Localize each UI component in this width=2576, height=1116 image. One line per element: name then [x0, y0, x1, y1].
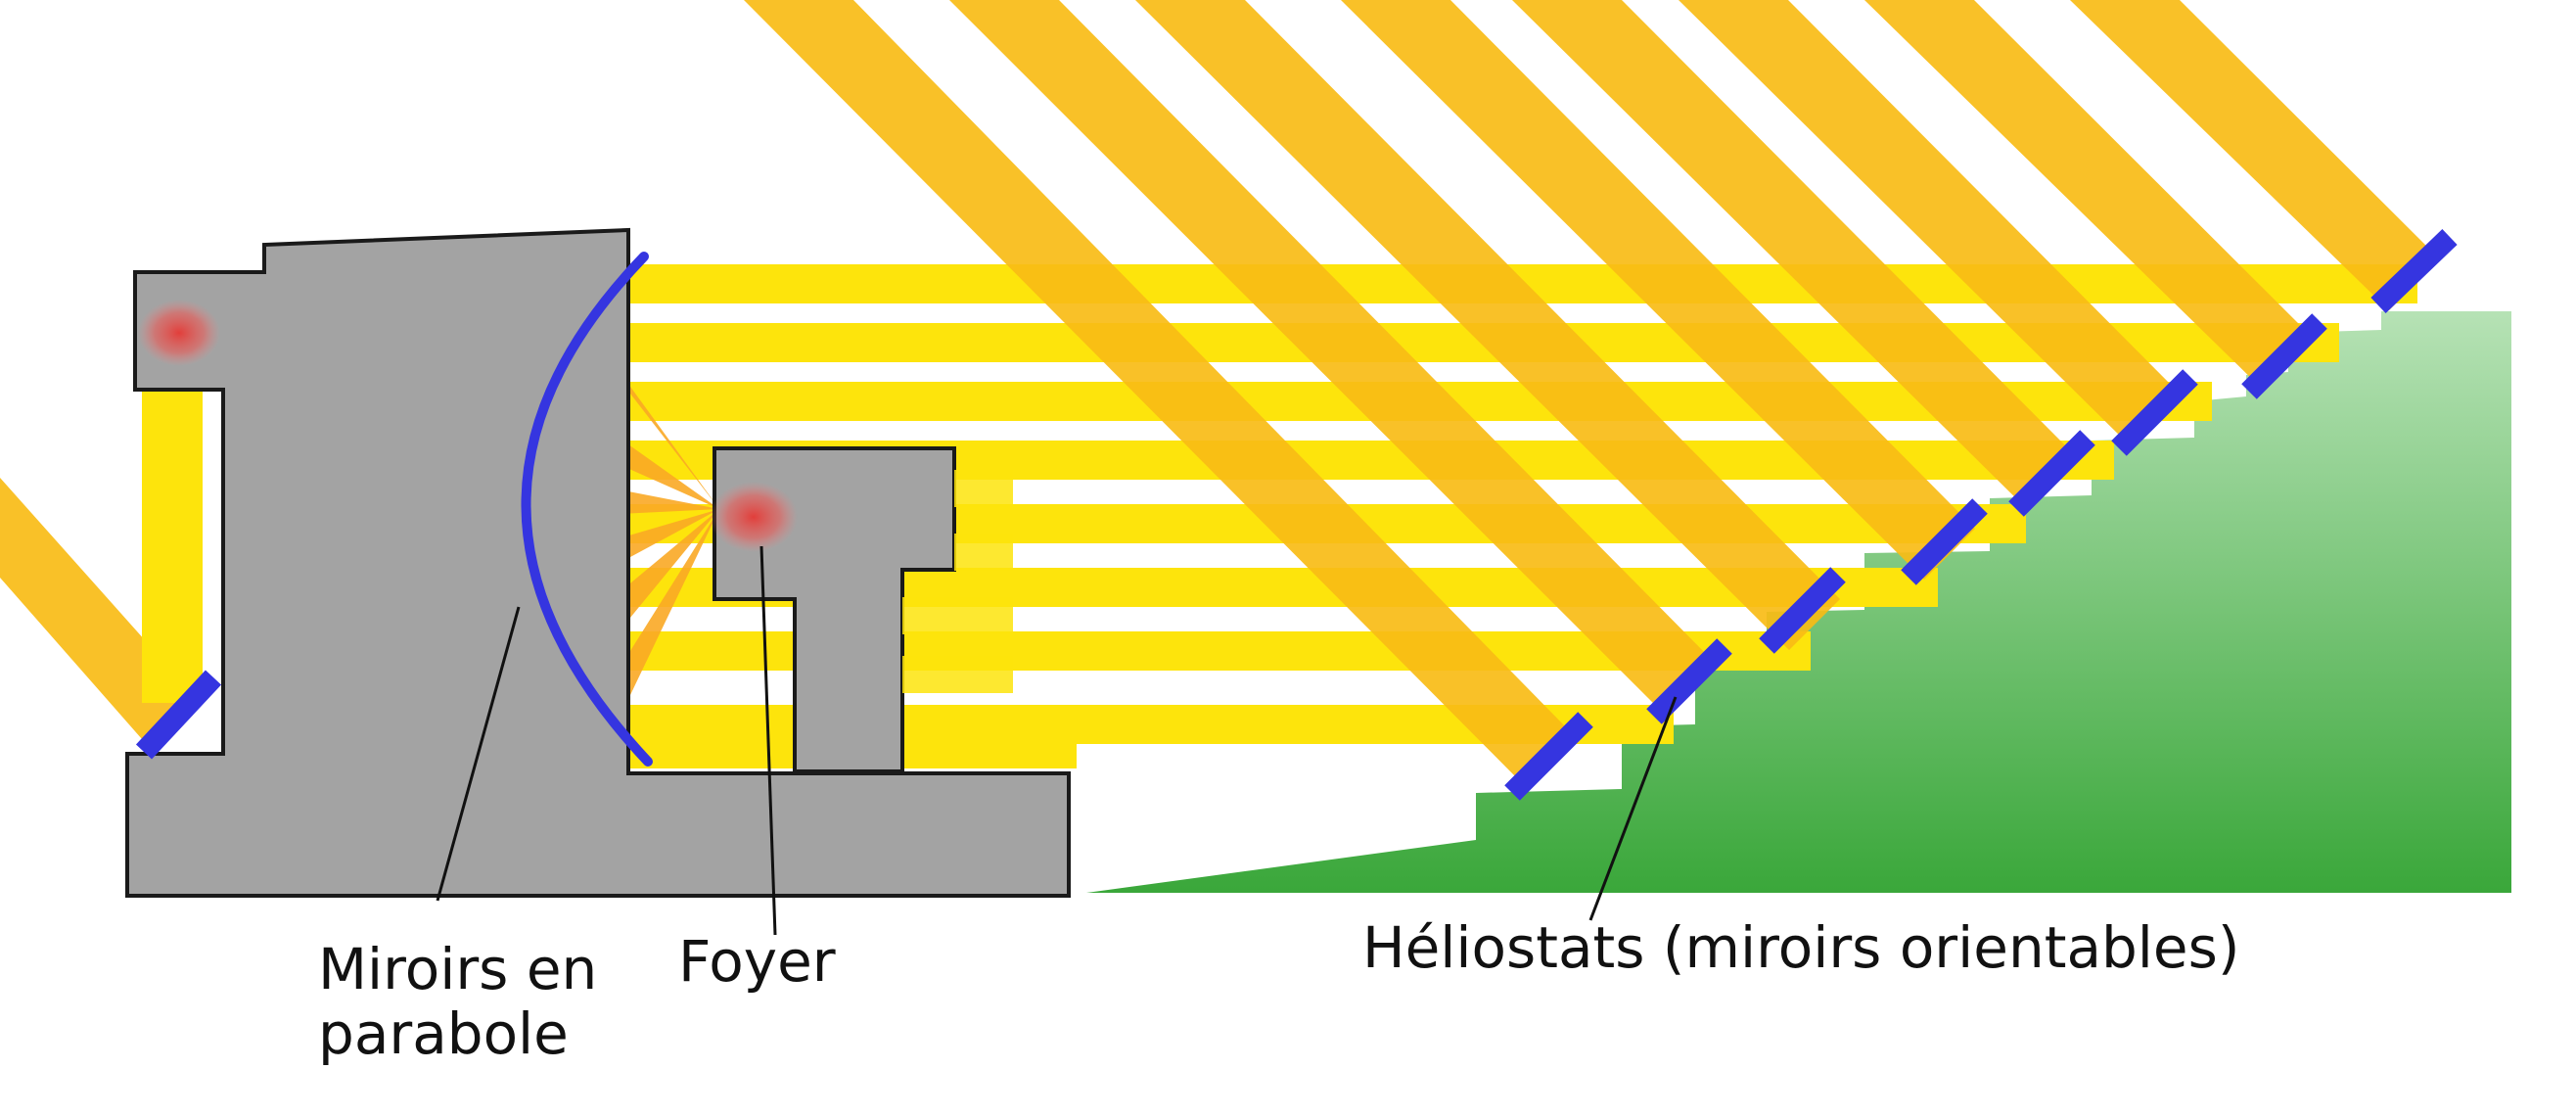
incoming-beam [949, 0, 1718, 717]
reflected-beam [902, 597, 1013, 634]
leader-lines [436, 545, 1678, 936]
incoming-beam [1864, 0, 2313, 389]
heliostat-mirror-icon [2370, 229, 2458, 313]
label-heliostats: Héliostats (miroirs orientables) [1362, 914, 2240, 981]
reflected-beams-front [902, 470, 1013, 693]
incoming-beam [744, 0, 1571, 783]
focus-hotspot-icon [710, 482, 798, 552]
heliostat-mirror-icon [2008, 430, 2095, 517]
terraced-ground [1086, 311, 2511, 893]
heliostat-mirror-icon [1759, 567, 1846, 654]
reflected-beam [902, 656, 1013, 693]
heliostat-mirror-icon [1901, 498, 1988, 585]
heliostat-mirror-icon [1504, 712, 1593, 801]
label-parabola-mirrors: Miroirs en parabole [318, 936, 598, 1067]
vertical-beam [142, 380, 203, 703]
parabolic-mirror-icon [521, 252, 653, 767]
incoming-beam [2070, 0, 2440, 310]
incoming-beam [1512, 0, 2080, 511]
focus-hotspot-icon [138, 300, 220, 366]
heliostat-mirror-icon [1646, 638, 1732, 724]
heliostat-mirrors [135, 229, 2458, 801]
leader-line-heliostats [1588, 696, 1678, 921]
heliostat-mirror-icon [2241, 313, 2327, 399]
incoming-beam [1135, 0, 1840, 650]
incoming-beam [1679, 0, 2183, 447]
incoming-sunbeams [0, 0, 2440, 783]
incoming-beam [1341, 0, 1975, 580]
label-parabola-mirrors-line1: Miroirs en [318, 936, 598, 1002]
solar-furnace-building [125, 227, 1071, 898]
heliostat-mirror-icon [2111, 369, 2198, 456]
leader-line-parabola [436, 606, 521, 902]
heliostat-mirror-icon [135, 670, 222, 760]
label-parabola-mirrors-line2: parabole [318, 1000, 569, 1067]
reflected-beam [954, 470, 1013, 507]
leader-line-focus [759, 545, 777, 936]
reflected-beam [954, 534, 1013, 571]
label-focus: Foyer [678, 928, 836, 995]
